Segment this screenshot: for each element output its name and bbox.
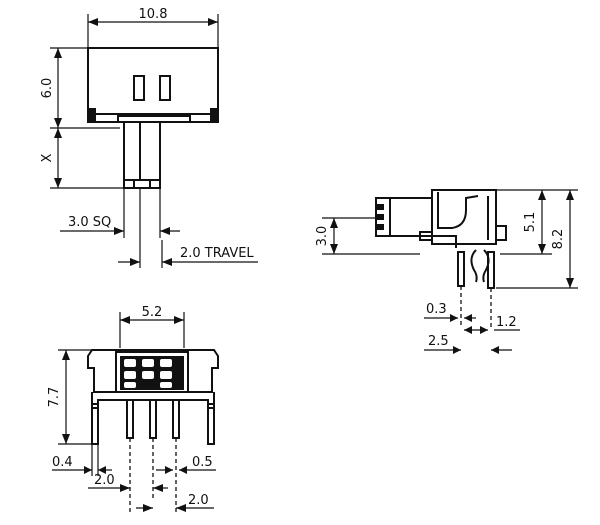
label-front-pitch-2: 2.0 bbox=[188, 493, 209, 508]
label-side-height-mid: 5.1 bbox=[523, 212, 538, 233]
top-view: 10.8 6.0 X 3.0 SQ bbox=[40, 7, 258, 268]
label-side-height-total: 8.2 bbox=[551, 229, 566, 250]
label-stem-height: X bbox=[40, 153, 55, 162]
label-actuator-square: 3.0 SQ bbox=[68, 215, 111, 230]
label-front-pin-left: 0.4 bbox=[52, 455, 73, 470]
front-view: 5.2 7.7 bbox=[47, 305, 219, 515]
label-side-height-left: 3.0 bbox=[315, 226, 330, 247]
label-front-pin-right: 0.5 bbox=[192, 455, 213, 470]
label-front-top-width: 5.2 bbox=[142, 305, 163, 320]
label-width-top: 10.8 bbox=[139, 7, 168, 22]
label-height-top: 6.0 bbox=[40, 78, 55, 99]
label-side-pin-width: 0.3 bbox=[426, 302, 447, 317]
label-front-pitch-1: 2.0 bbox=[94, 473, 115, 488]
dimension-width-top: 10.8 bbox=[87, 7, 219, 48]
label-travel: 2.0 TRAVEL bbox=[180, 246, 254, 261]
label-front-height: 7.7 bbox=[47, 387, 62, 408]
label-side-pin-gap: 1.2 bbox=[496, 315, 517, 330]
label-side-pin-pitch: 2.5 bbox=[428, 334, 449, 349]
side-view: 3.0 5.1 8.2 0.3 1.2 2.5 bbox=[315, 189, 578, 354]
